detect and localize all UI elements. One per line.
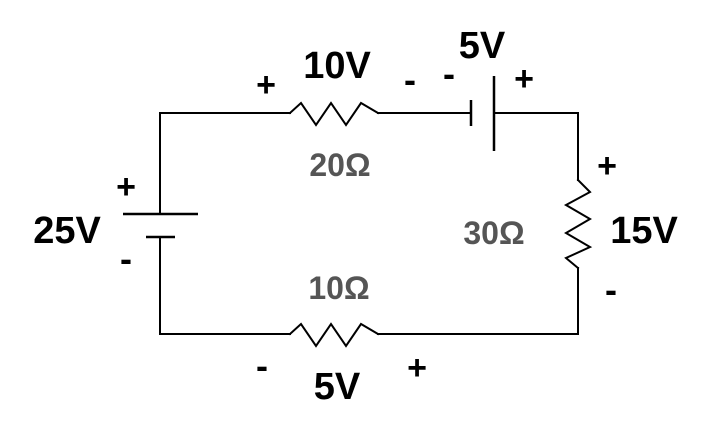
battery-top-voltage: 5V <box>459 25 506 67</box>
battery-left-plus-sign: + <box>116 168 136 206</box>
battery-top-minus-sign: - <box>443 53 455 94</box>
resistor-right: 30Ω 15V + - <box>463 147 678 310</box>
circuit-wires <box>159 112 579 335</box>
resistor-right-voltage: 15V <box>610 210 678 252</box>
resistor-bottom: 10Ω 5V - + <box>256 270 427 408</box>
resistor-bottom-zigzag <box>288 322 380 348</box>
resistor-top-resistance: 20Ω <box>309 147 370 183</box>
resistor-top-minus-sign: - <box>404 59 416 100</box>
resistor-bottom-resistance: 10Ω <box>308 270 369 306</box>
battery-left-minus-sign: - <box>120 238 132 279</box>
resistor-right-minus-sign: - <box>605 269 617 310</box>
resistor-bottom-minus-sign: - <box>256 345 268 386</box>
wire-top-right <box>493 112 579 181</box>
resistor-top-plus-sign: + <box>256 66 276 104</box>
resistor-top-voltage: 10V <box>303 45 371 87</box>
wire-bottom-right <box>377 267 579 335</box>
resistor-bottom-voltage: 5V <box>314 366 361 408</box>
wire-left-upper <box>159 112 291 215</box>
resistor-bottom-plus-sign: + <box>407 349 427 387</box>
wire-bottom-left <box>159 236 291 335</box>
battery-left-voltage: 25V <box>33 210 101 252</box>
battery-top: 5V - + <box>443 25 534 151</box>
resistor-right-zigzag <box>563 178 593 270</box>
resistor-top-zigzag <box>288 101 380 127</box>
resistor-top: 20Ω 10V + - <box>256 45 416 183</box>
battery-left: 25V + - <box>33 168 198 279</box>
battery-top-plus-sign: + <box>514 60 534 98</box>
resistor-right-resistance: 30Ω <box>463 215 524 251</box>
resistor-right-plus-sign: + <box>597 147 617 185</box>
